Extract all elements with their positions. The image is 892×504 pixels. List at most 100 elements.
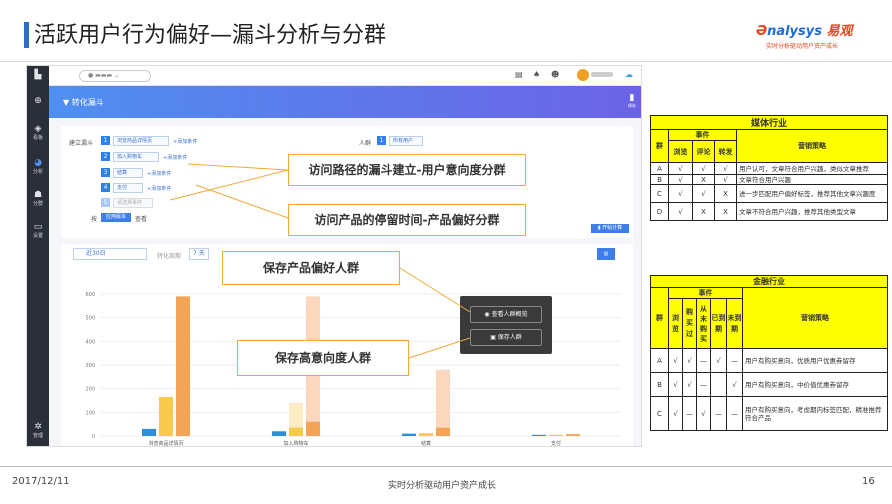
add-condition-link[interactable]: +添加条件 xyxy=(173,139,198,145)
cube-icon: ◈ xyxy=(34,124,42,134)
audience-label: 人群 xyxy=(359,140,372,147)
app-logo-icon: ▙ xyxy=(34,70,42,80)
step-event-select[interactable]: 请选择事件 xyxy=(113,198,153,208)
conversion-period-label: 转化周期 xyxy=(157,253,182,260)
cell: √ xyxy=(682,372,697,397)
bar xyxy=(566,434,580,436)
bell-icon[interactable]: ♠ xyxy=(533,70,541,79)
callout-funnel-segment: 访问路径的漏斗建立-用户意向度分群 xyxy=(288,154,526,186)
x-tick-label: 浏览商品详情页 xyxy=(148,440,183,447)
ghost-bar xyxy=(436,369,450,436)
cell: — xyxy=(710,396,727,431)
cell: √ xyxy=(668,162,693,175)
bar xyxy=(176,296,190,436)
cell: √ xyxy=(692,162,715,175)
doc-icon[interactable]: ▤ xyxy=(515,70,523,79)
logo-mark: Ə xyxy=(756,24,768,39)
step-event-select[interactable]: 浏览商品详情页 xyxy=(113,136,169,146)
bar xyxy=(159,396,173,436)
start-analysis-button[interactable]: ▮ 开始计算 xyxy=(591,224,629,233)
step-number: 2 xyxy=(101,152,110,161)
cell: B xyxy=(650,372,669,397)
gear-icon: ✲ xyxy=(34,422,42,432)
cell: 用户有购买意向，优质用户优惠券留存 xyxy=(742,348,888,373)
bar xyxy=(549,434,563,436)
date-range-picker[interactable]: 近30日 xyxy=(73,248,147,260)
save-label: 保存 xyxy=(628,103,636,108)
bar xyxy=(532,434,546,436)
event-col: 浏览 xyxy=(668,298,683,349)
sidebar: ▙ ⊕ ◈看板 ◕分析 ☗分群 ▭设置 ✲管理 xyxy=(27,66,49,446)
conversion-period-input[interactable]: 7 天 xyxy=(189,248,209,260)
footer-divider xyxy=(0,466,892,467)
cell: √ xyxy=(668,372,683,397)
cell: 文章符合用户兴趣 xyxy=(736,174,888,185)
bar xyxy=(272,431,286,436)
save-segment-label: 保存人群 xyxy=(497,334,522,341)
cell: √ xyxy=(726,372,743,397)
save-icon: ▮ xyxy=(629,93,635,103)
sidebar-item-dashboard[interactable]: ◈看板 xyxy=(27,124,49,141)
callout-preference-segment: 访问产品的停留时间-产品偏好分群 xyxy=(288,204,526,236)
cell: — xyxy=(726,348,743,373)
add-condition-link[interactable]: +添加条件 xyxy=(147,171,172,177)
cell: A xyxy=(650,348,669,373)
cell: √ xyxy=(668,202,693,221)
by-label: 按 xyxy=(91,216,98,223)
add-condition-link[interactable]: +添加条件 xyxy=(147,186,172,192)
strategy-header: 营销策略 xyxy=(742,287,888,349)
build-funnel-label: 建立漏斗 xyxy=(69,140,94,147)
page-title: ▼ 转化漏斗 xyxy=(63,98,104,107)
y-tick-label: 200 xyxy=(85,387,95,393)
funnel-bar-chart: 0100200300400500600浏览商品详情页加入购物车结算支付 xyxy=(85,292,621,447)
cloud-icon[interactable]: ☁ xyxy=(625,70,633,79)
group-by-select[interactable]: 应用版本 xyxy=(101,213,131,222)
users-icon: ☗ xyxy=(33,190,43,200)
step-event-select[interactable]: 结算 xyxy=(113,168,143,178)
bar xyxy=(436,427,450,436)
chart-type-button[interactable]: ▥ xyxy=(597,248,615,260)
x-tick-label: 结算 xyxy=(421,440,431,447)
cell: — xyxy=(682,396,697,431)
sidebar-item-admin[interactable]: ✲管理 xyxy=(27,422,49,439)
cell: √ xyxy=(692,184,715,203)
bar xyxy=(289,427,303,436)
audience-select[interactable]: 所有用户 xyxy=(389,136,423,146)
footer-date: 2017/12/11 xyxy=(12,476,70,487)
callout-save-preference: 保存产品偏好人群 xyxy=(222,251,400,285)
pie-icon: ◕ xyxy=(34,158,42,168)
sidebar-item-settings[interactable]: ▭设置 xyxy=(27,222,49,239)
event-col: 浏览 xyxy=(668,140,693,163)
view-segment-button[interactable]: ◉ 查看人群概览 xyxy=(470,306,542,323)
start-analysis-label: 开始计算 xyxy=(602,225,623,231)
cell: — xyxy=(696,372,711,397)
avatar[interactable] xyxy=(577,69,589,81)
cell: √ xyxy=(714,174,737,185)
bar xyxy=(306,421,320,436)
add-condition-link[interactable]: +添加条件 xyxy=(163,155,188,161)
user-name[interactable] xyxy=(591,72,613,77)
sidebar-item-segment[interactable]: ☗分群 xyxy=(27,190,49,207)
view-segment-label: 查看人群概览 xyxy=(491,311,528,318)
cell: √ xyxy=(668,396,683,431)
segment-popup: ◉ 查看人群概览 ▣ 保存人群 xyxy=(460,296,552,354)
sidebar-label: 分群 xyxy=(32,201,43,207)
x-tick-label: 加入购物车 xyxy=(283,440,308,447)
sidebar-item-analysis[interactable]: ◕分析 xyxy=(27,158,49,175)
cell: 用户有购买意向，中价值优惠券留存 xyxy=(742,372,888,397)
cell: A xyxy=(650,162,669,175)
step-event-select[interactable]: 支付 xyxy=(113,183,143,193)
add-icon[interactable]: ⊕ xyxy=(34,96,42,106)
cell: C xyxy=(650,184,669,203)
save-segment-button[interactable]: ▣ 保存人群 xyxy=(470,329,542,346)
event-header: 事件 xyxy=(668,287,743,299)
step-event-select[interactable]: 加入购物车 xyxy=(113,152,159,162)
table-row: A√√√用户认可，文章符合用户兴趣，类似文章推荐 xyxy=(650,162,888,175)
project-select[interactable]: ● ▬▬▬ ⌄ xyxy=(79,70,151,82)
cell: — xyxy=(696,348,711,373)
user-icon[interactable]: ☻ xyxy=(551,70,560,79)
save-button[interactable]: ▮保存 xyxy=(625,93,639,109)
